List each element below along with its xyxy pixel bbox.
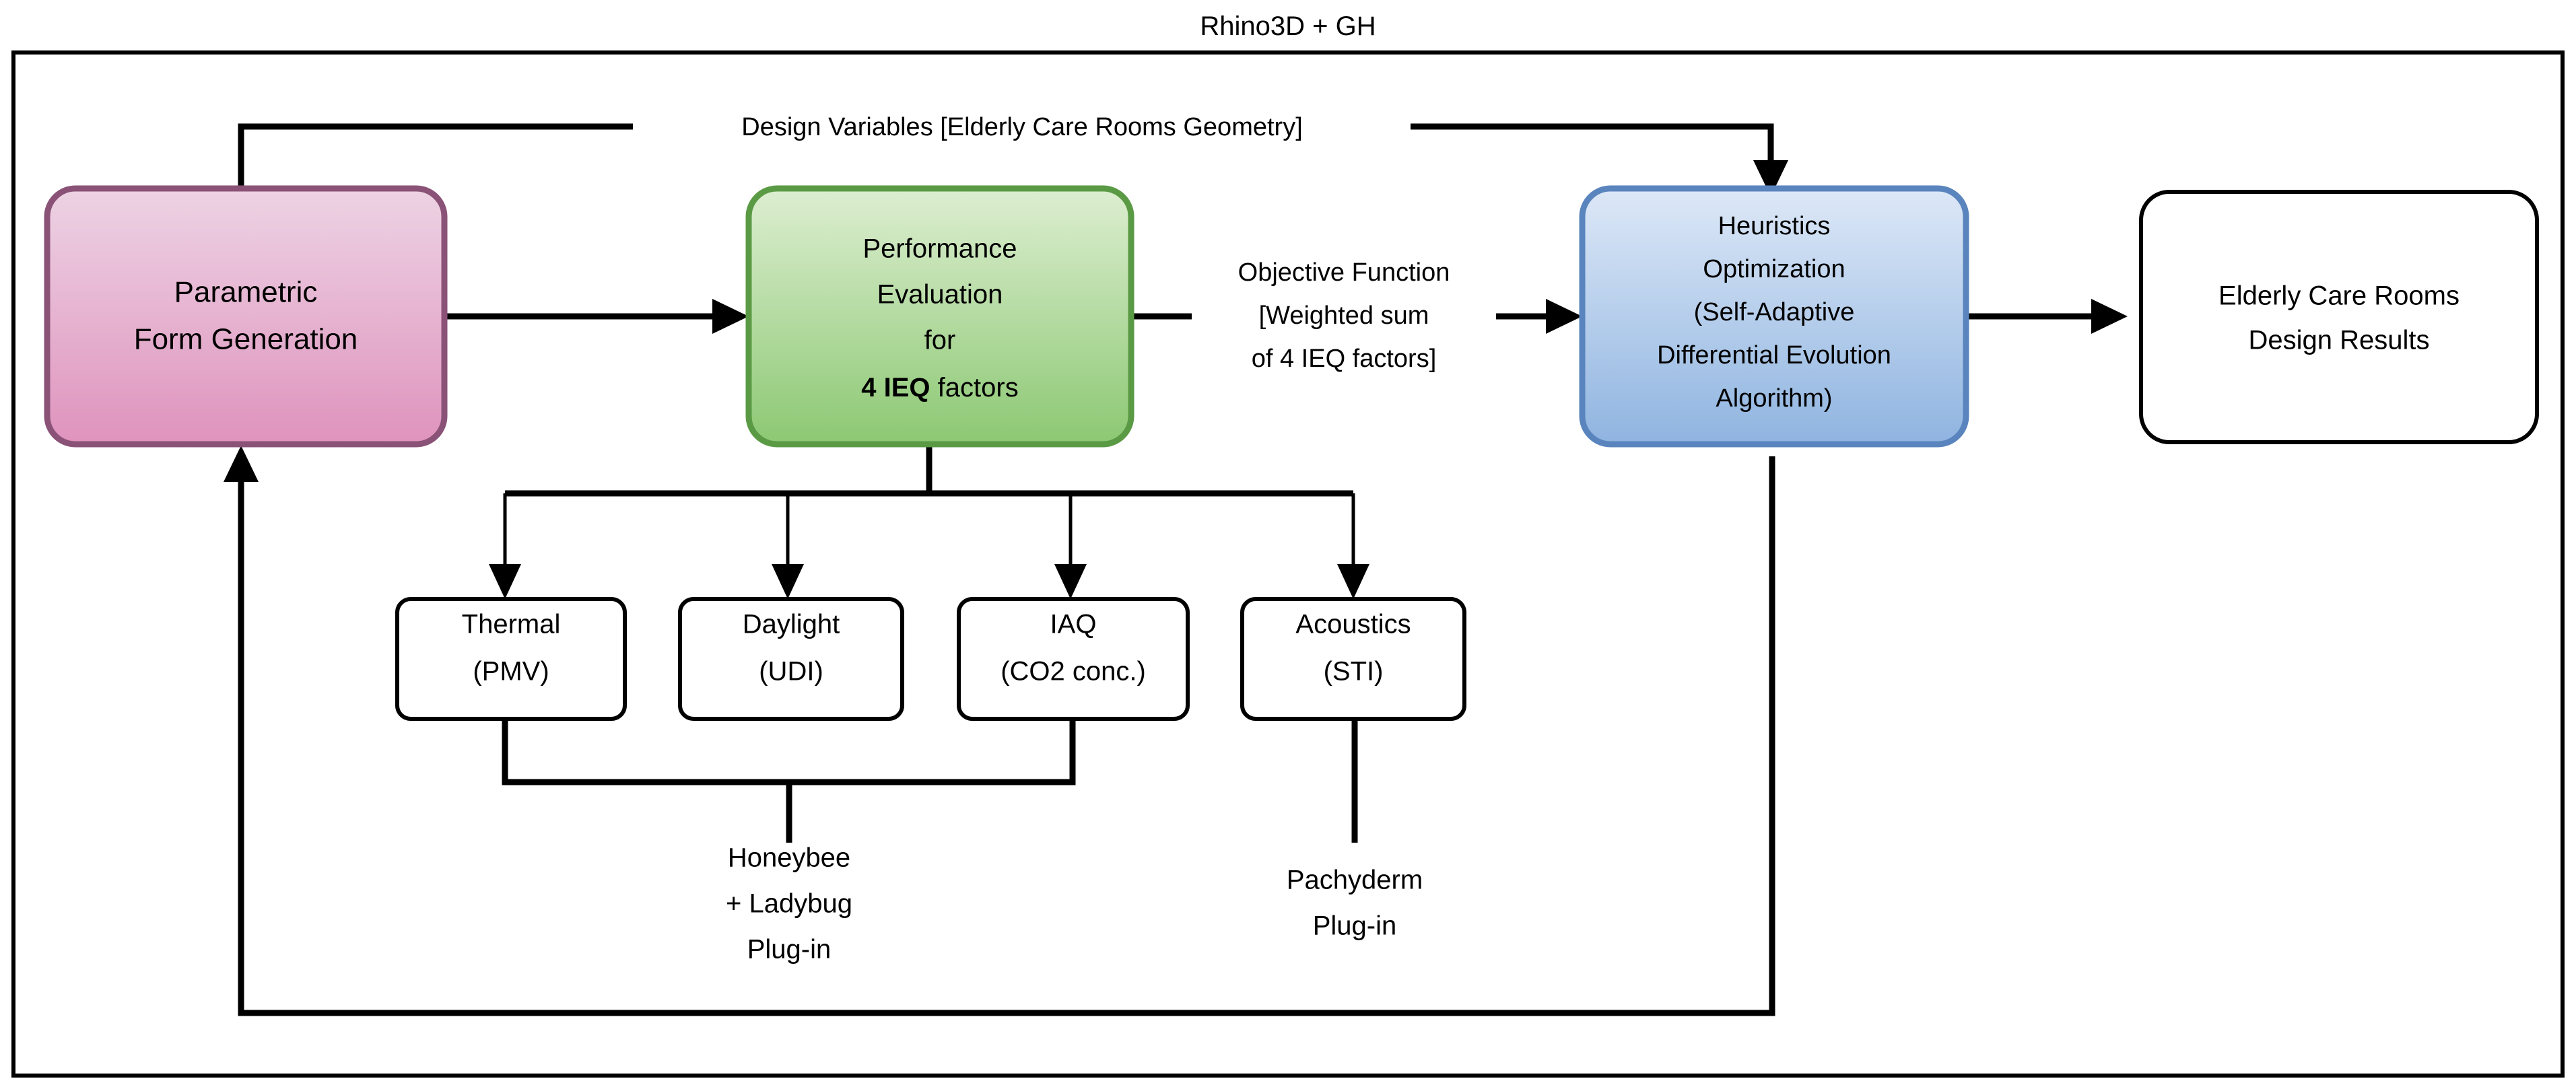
edge-label-objective-line-3: of 4 IEQ factors] (1252, 345, 1437, 373)
factor-daylight-title: Daylight (743, 610, 840, 639)
plugin-honeybee-line-2: + Ladybug (726, 889, 852, 919)
node-performance-line-2: Evaluation (877, 280, 1003, 310)
plugin-honeybee-line-3: Plug-in (747, 935, 832, 965)
factor-box-acoustics[interactable]: Acoustics (STI) (1240, 597, 1466, 721)
plugin-pachyderm-line-1: Pachyderm (1287, 866, 1423, 895)
factor-box-iaq-rect[interactable] (957, 597, 1190, 721)
factor-box-thermal-rect[interactable] (395, 597, 627, 721)
node-performance-line-4: 4 IEQ factors (861, 373, 1018, 402)
factor-arrowhead-daylight (772, 564, 804, 599)
design-variables-arrowhead (1753, 160, 1788, 197)
node-performance-line-3: for (924, 326, 956, 355)
node-results-box[interactable] (2139, 190, 2539, 444)
plugin-pachyderm-line-2: Plug-in (1313, 911, 1397, 941)
parametric-to-performance-arrowhead (712, 299, 749, 334)
plugin-label-honeybee-ladybug: Honeybee + Ladybug Plug-in (726, 843, 852, 965)
plugin-honeybee-line-1: Honeybee (728, 843, 850, 873)
node-results-line-2: Design Results (2248, 326, 2429, 355)
factor-arrowhead-acoustics (1337, 564, 1369, 599)
node-parametric-box[interactable] (44, 185, 448, 448)
factor-iaq-title: IAQ (1050, 610, 1097, 639)
factor-acoustics-title: Acoustics (1295, 610, 1411, 639)
diagram-outer-frame (11, 50, 2565, 1078)
design-variables-edge-right (1411, 123, 1774, 176)
node-performance-evaluation[interactable]: Performance Evaluation for 4 IEQ factors (745, 185, 1134, 448)
node-results-line-1: Elderly Care Rooms (2218, 281, 2460, 311)
node-heuristics-line-5: Algorithm) (1716, 384, 1832, 413)
performance-to-heuristics-arrowhead (1546, 299, 1582, 334)
node-performance-box[interactable] (745, 185, 1134, 448)
node-heuristics-optimization[interactable]: Heuristics Optimization (Self-Adaptive D… (1579, 185, 1969, 448)
node-heuristics-line-1: Heuristics (1718, 212, 1831, 240)
node-parametric-form-generation[interactable]: Parametric Form Generation (44, 185, 448, 448)
node-heuristics-line-3: (Self-Adaptive (1694, 298, 1855, 326)
optimization-feedback-loop (238, 456, 1775, 1016)
node-parametric-line-2: Form Generation (134, 323, 358, 356)
factor-box-daylight[interactable]: Daylight (UDI) (678, 597, 904, 721)
factor-box-daylight-rect[interactable] (678, 597, 904, 721)
edge-label-objective-line-2: [Weighted sum (1259, 302, 1429, 330)
design-variables-edge-left (238, 123, 633, 188)
factor-thermal-title: Thermal (462, 610, 561, 639)
node-design-results[interactable]: Elderly Care Rooms Design Results (2139, 190, 2539, 444)
factor-daylight-metric: (UDI) (759, 657, 823, 687)
node-heuristics-box[interactable] (1579, 185, 1969, 448)
factor-iaq-metric: (CO2 conc.) (1001, 657, 1146, 687)
factor-box-thermal[interactable]: Thermal (PMV) (395, 597, 627, 721)
node-performance-line-1: Performance (863, 234, 1017, 264)
edge-label-design-variables: Design Variables [Elderly Care Rooms Geo… (741, 113, 1303, 141)
factor-arrowhead-iaq (1054, 564, 1087, 599)
edge-label-objective-line-1: Objective Function (1238, 258, 1450, 287)
plugin-label-pachyderm: Pachyderm Plug-in (1287, 866, 1423, 941)
heuristics-to-results-arrowhead (2091, 299, 2128, 334)
node-heuristics-line-2: Optimization (1703, 255, 1845, 283)
page-title: Rhino3D + GH (1200, 11, 1376, 41)
node-performance-bold-run: 4 IEQ (861, 373, 930, 402)
node-heuristics-line-4: Differential Evolution (1657, 341, 1891, 370)
factor-arrowhead-thermal (489, 564, 521, 599)
factor-thermal-metric: (PMV) (473, 657, 549, 687)
factor-acoustics-metric: (STI) (1324, 657, 1384, 687)
node-performance-tail-run: factors (930, 373, 1019, 402)
optimization-feedback-arrowhead (224, 446, 259, 482)
factor-box-acoustics-rect[interactable] (1240, 597, 1466, 721)
node-parametric-line-1: Parametric (174, 276, 318, 309)
factor-box-iaq[interactable]: IAQ (CO2 conc.) (957, 597, 1190, 721)
honeybee-bracket (502, 719, 1076, 785)
